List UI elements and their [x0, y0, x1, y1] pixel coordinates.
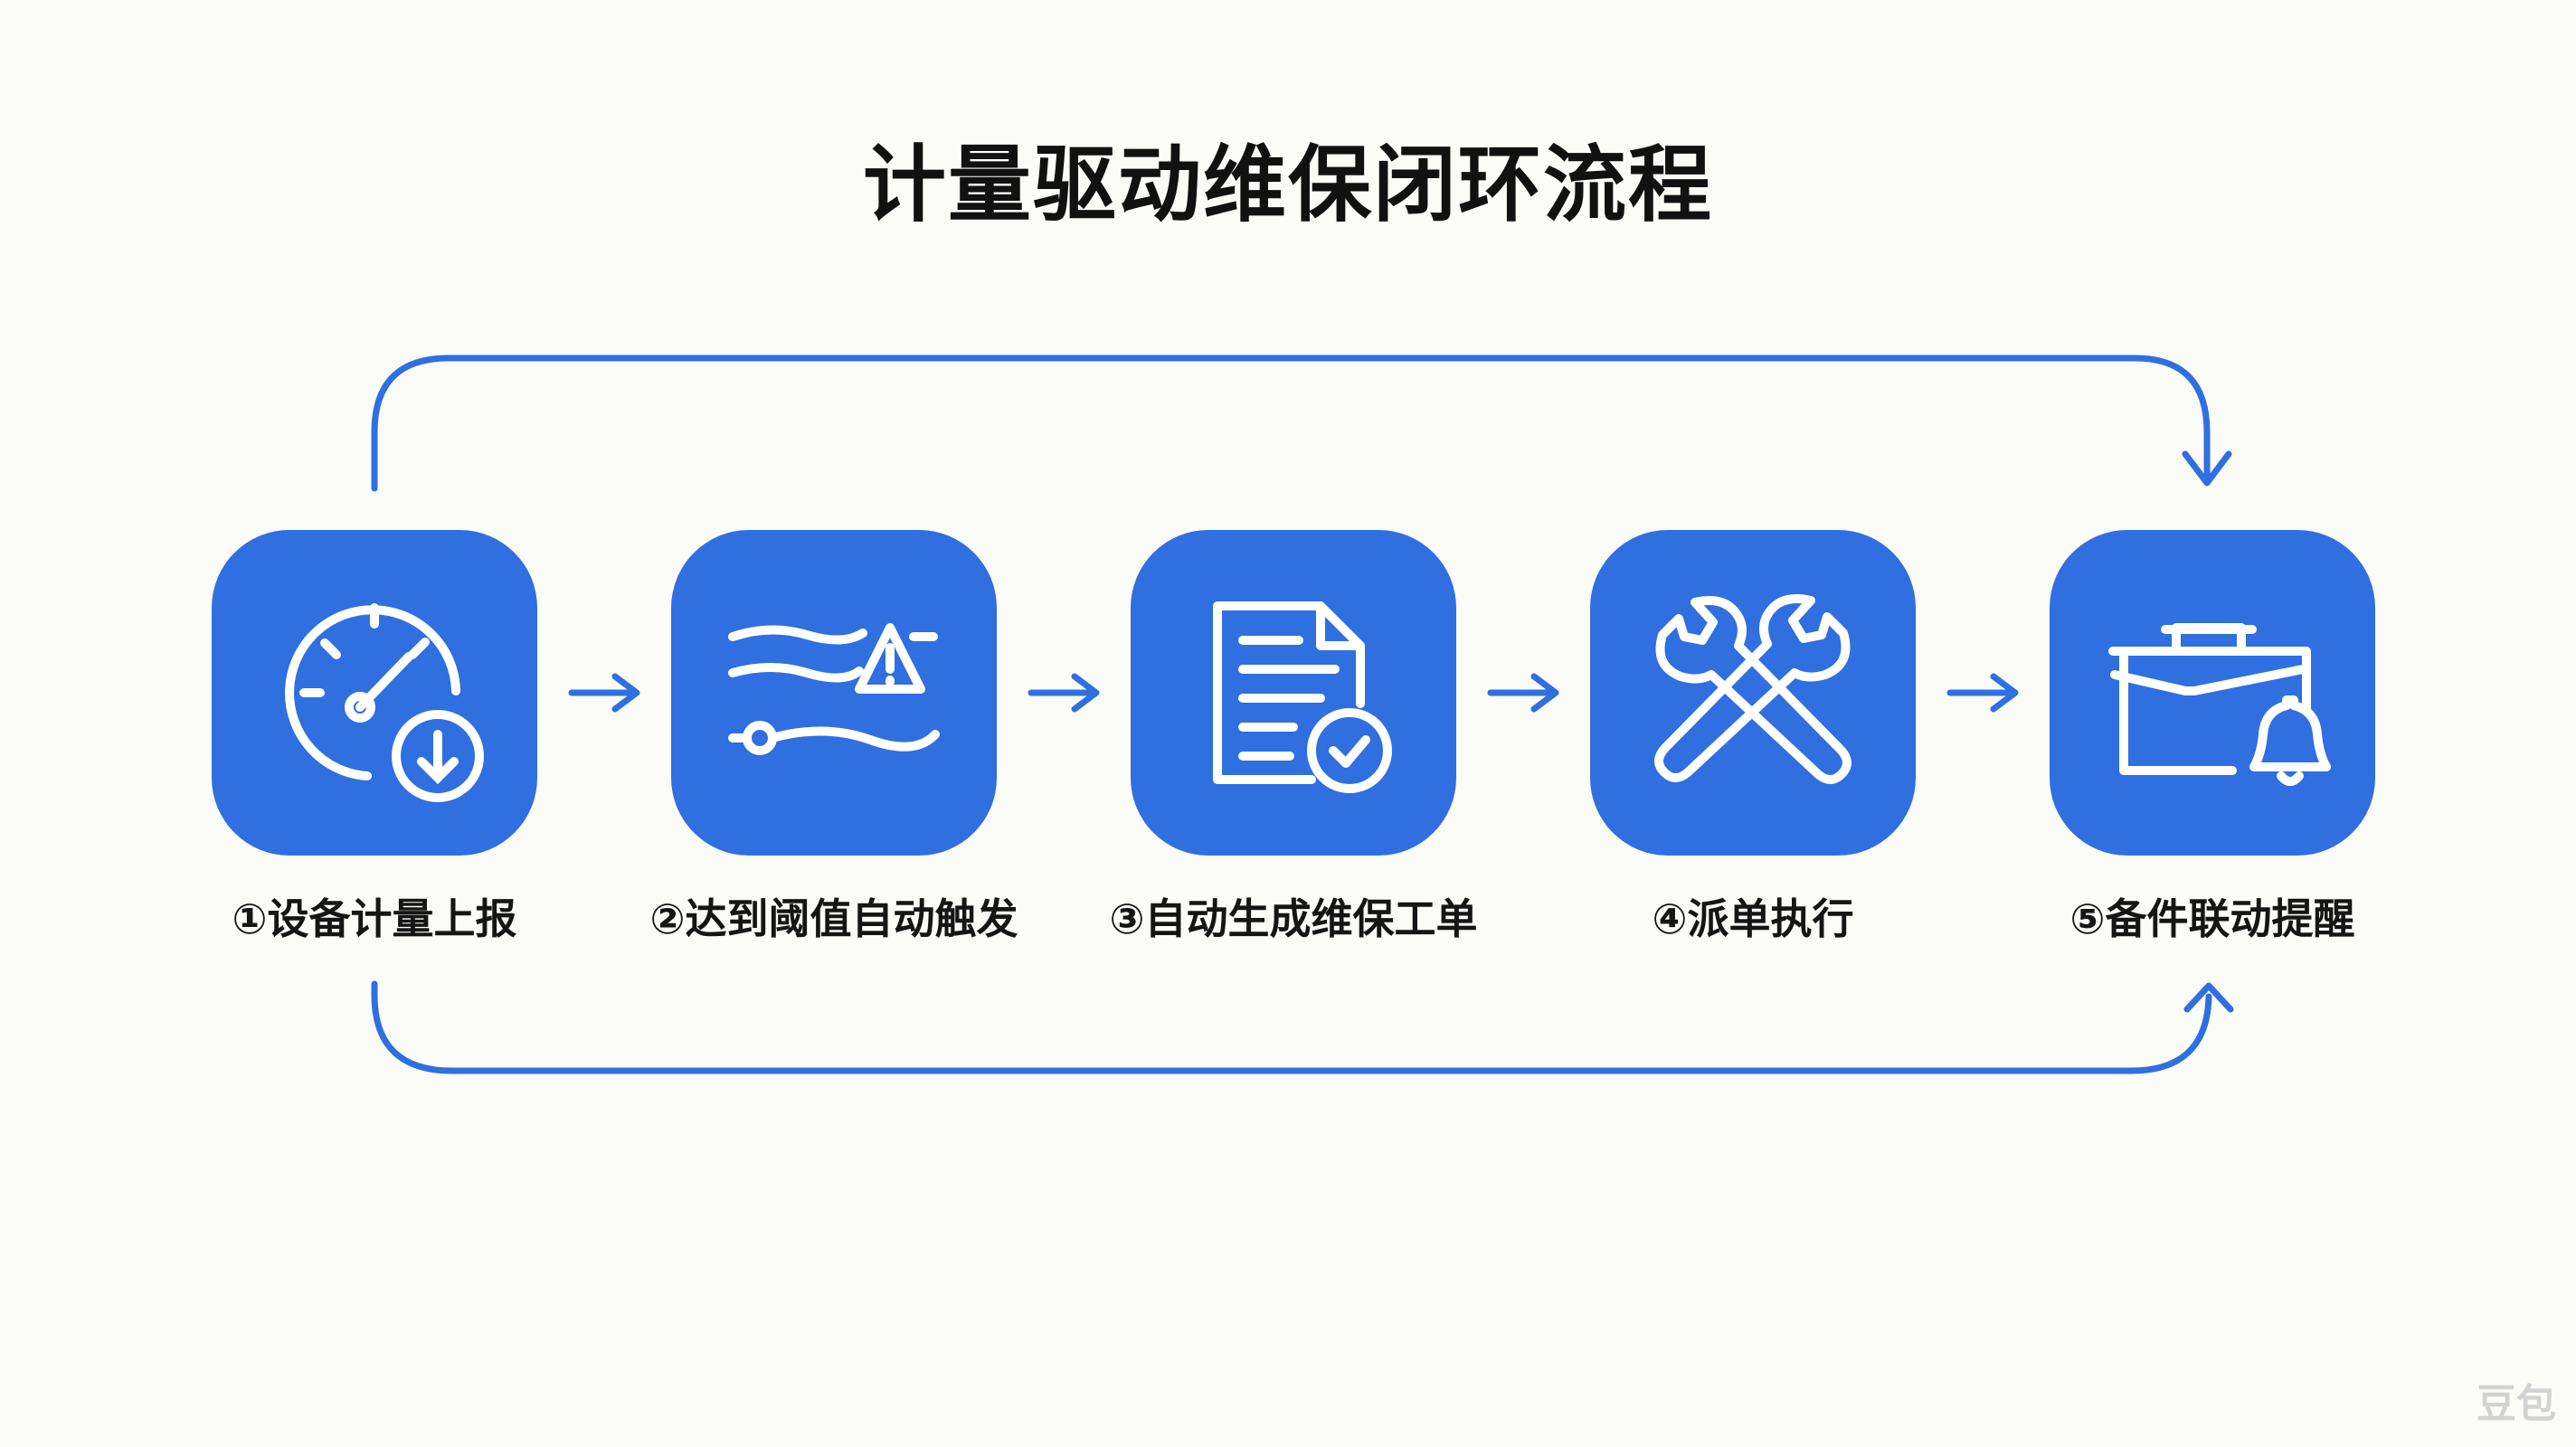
step-arrow-2	[1028, 673, 1100, 713]
step-5-label: ⑤备件联动提醒	[2069, 894, 2355, 943]
watermark-logo: 豆包	[2477, 1381, 2556, 1427]
step-2-label: ②达到阈值自动触发	[649, 894, 1018, 943]
page-title: 计量驱动维保闭环流程	[862, 137, 1713, 233]
step-1-label: ①设备计量上报	[232, 894, 517, 943]
step-2-tile	[671, 530, 997, 856]
wrench-tools-icon	[1654, 594, 1852, 784]
bottom-loop-line	[371, 980, 2212, 1074]
step-3-label: ③自动生成维保工单	[1109, 894, 1478, 943]
work-order-document-icon	[1213, 601, 1392, 793]
top-loop-line	[371, 355, 2211, 492]
step-arrow-3	[1487, 673, 1559, 713]
bottom-loop-arrowhead	[2183, 982, 2234, 1013]
step-3-tile	[1131, 530, 1456, 856]
step-arrow-4	[1946, 673, 2019, 713]
toolbox-bell-icon	[2108, 623, 2331, 786]
top-loop-arrowhead	[2182, 450, 2232, 487]
step-4-tile	[1590, 530, 1916, 856]
threshold-warning-icon	[728, 623, 940, 755]
gauge-download-icon	[285, 603, 484, 802]
step-arrow-1	[568, 673, 640, 713]
step-5-tile	[2050, 530, 2375, 856]
step-4-label: ④派单执行	[1652, 894, 1854, 943]
step-1-tile	[212, 530, 537, 856]
